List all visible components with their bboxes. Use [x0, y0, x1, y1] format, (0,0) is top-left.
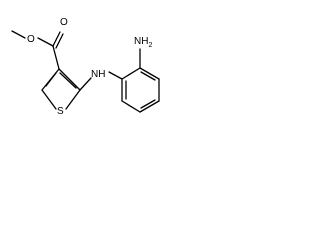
atom-o-methoxy: O	[27, 34, 35, 45]
bond-thiophene-c5-c4	[58, 68, 81, 91]
atom-nh2: NH2	[134, 36, 152, 49]
bond-nh-phenyl	[108, 71, 123, 80]
bond-benzene-4-5-inner	[140, 99, 156, 109]
bond-thiophene-c2-s	[41, 89, 57, 110]
bond-thiophene-c3-c2-inner	[45, 72, 57, 87]
bond-benzene-4-5	[139, 100, 160, 113]
bond-thiophene-s-c5	[65, 89, 81, 110]
bond-carbonyl-ring	[52, 45, 60, 70]
atom-nh2-subscript: 2	[148, 42, 152, 49]
bond-methyl-o	[11, 30, 26, 39]
bond-ring-nh	[79, 77, 92, 91]
bond-o-carbonyl-c	[37, 37, 54, 47]
bond-carbonyl-double-1	[52, 31, 61, 47]
atom-o-carbonyl: O	[60, 17, 68, 28]
atom-s-thiophene: S	[57, 106, 64, 117]
bond-benzene-2-3	[139, 67, 160, 80]
atom-nh-amine: NH	[91, 69, 105, 80]
bond-benzene-1-2	[121, 67, 141, 80]
bond-benzene-2-3-inner	[140, 71, 156, 81]
atom-nh2-label: NH	[134, 36, 148, 47]
bond-carbonyl-double-2	[55, 33, 64, 49]
structure-canvas: O O S NH NH2	[0, 0, 196, 141]
structure-diagram: O O S NH NH2	[11, 17, 160, 117]
bond-benzene-5-6	[121, 100, 141, 113]
bond-thiophene-c5-c4-inner	[59, 72, 77, 89]
